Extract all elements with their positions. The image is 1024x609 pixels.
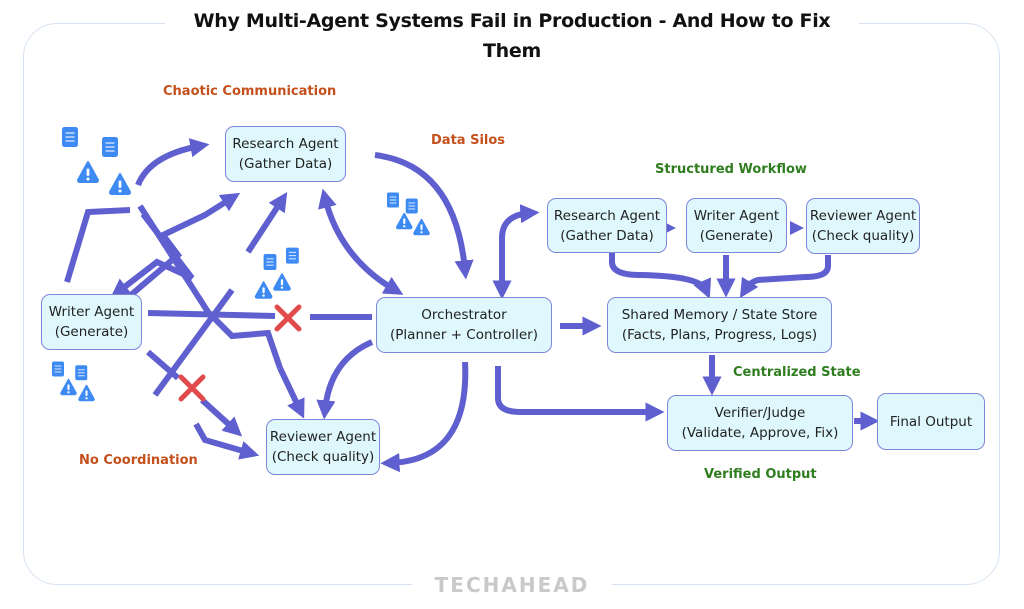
- error-x-icon: [181, 377, 203, 399]
- arrow-research-to-memory: [609, 252, 712, 299]
- line-diag-3: [146, 349, 180, 381]
- line-diag-1: [137, 204, 283, 369]
- node-subtitle: (Gather Data): [560, 227, 654, 244]
- node-subtitle: (Generate): [54, 324, 129, 340]
- arrow-left-to-reviewer: [193, 422, 260, 460]
- node-orchestrator[interactable]: Orchestrator (Planner + Controller): [376, 297, 552, 353]
- node-reviewer-agent-chaotic[interactable]: Reviewer Agent (Check quality): [266, 419, 380, 475]
- node-title: Orchestrator: [421, 307, 507, 323]
- label-no-coordination: No Coordination: [79, 453, 198, 468]
- node-title: Writer Agent: [48, 304, 135, 320]
- warning-icon: [78, 384, 95, 402]
- node-title: Writer Agent: [693, 207, 780, 224]
- label-chaotic-communication: Chaotic Communication: [163, 84, 337, 99]
- node-final-output[interactable]: Final Output: [877, 393, 985, 450]
- node-research-agent-structured[interactable]: Research Agent (Gather Data): [547, 198, 667, 253]
- node-title: Reviewer Agent: [809, 208, 917, 224]
- arrow-orch-to-reviewer-bottom: [380, 361, 469, 473]
- line-writer-up: [64, 207, 131, 283]
- node-title: Research Agent: [553, 207, 661, 224]
- doc-warning-cluster-silos: [386, 191, 430, 236]
- node-title: Reviewer Agent: [269, 429, 377, 445]
- page-title: Why Multi-Agent Systems Fail in Producti…: [165, 6, 859, 62]
- arrow-writer-to-reviewer: [790, 221, 804, 235]
- document-icon: [405, 197, 419, 215]
- label-structured-workflow: Structured Workflow: [655, 162, 807, 177]
- label-centralized-state: Centralized State: [733, 365, 861, 380]
- node-subtitle: (Facts, Plans, Progress, Logs): [621, 327, 818, 343]
- document-icon: [74, 364, 88, 381]
- node-reviewer-agent-structured[interactable]: Reviewer Agent (Check quality): [806, 198, 920, 254]
- document-icon: [101, 136, 119, 158]
- arrow-research-orch-double: [318, 188, 404, 295]
- arrow-zigzag-to-reviewer: [277, 366, 305, 419]
- node-title: Shared Memory / State Store: [621, 307, 818, 323]
- node-subtitle: (Generate): [699, 227, 774, 244]
- node-title: Verifier/Judge: [714, 405, 806, 421]
- node-subtitle: (Check quality): [811, 228, 915, 244]
- arrow-icons-to-research: [135, 138, 210, 187]
- doc-warning-cluster-topleft: [61, 126, 131, 195]
- node-subtitle: (Planner + Controller): [390, 327, 538, 343]
- node-title: Final Output: [889, 413, 973, 430]
- warning-icon: [273, 273, 291, 291]
- node-subtitle: (Check quality): [271, 449, 375, 465]
- node-writer-agent-chaotic[interactable]: Writer Agent (Generate): [41, 294, 142, 350]
- label-data-silos: Data Silos: [431, 133, 506, 148]
- label-verified-output: Verified Output: [704, 467, 817, 482]
- node-shared-memory[interactable]: Shared Memory / State Store (Facts, Plan…: [607, 297, 832, 353]
- brand-logo: TECHAHEAD: [412, 573, 612, 597]
- arrow-research-to-orch: [374, 152, 474, 280]
- arrow-orch-research-double: [492, 204, 540, 300]
- node-research-agent-chaotic[interactable]: Research Agent (Gather Data): [225, 126, 346, 182]
- node-subtitle: (Validate, Approve, Fix): [681, 425, 839, 441]
- document-icon: [285, 247, 300, 265]
- arrow-orch-to-verifier: [495, 366, 665, 422]
- document-icon: [263, 253, 277, 271]
- node-subtitle: (Gather Data): [238, 156, 333, 172]
- warning-icon: [77, 161, 99, 183]
- document-icon: [386, 191, 400, 209]
- document-icon: [61, 126, 79, 148]
- warning-icon: [254, 281, 273, 299]
- doc-warning-cluster-left: [51, 360, 95, 402]
- arrow-to-research-2: [245, 191, 288, 254]
- arrow-reviewer-to-memory: [739, 255, 831, 299]
- node-title: Research Agent: [232, 136, 339, 152]
- warning-icon: [413, 218, 430, 236]
- arrow-zigzag-to-research: [123, 192, 241, 303]
- node-writer-agent-structured[interactable]: Writer Agent (Generate): [686, 198, 787, 253]
- arrow-x-to-reviewer: [199, 397, 243, 437]
- arrow-orch-to-reviewer-left: [316, 339, 374, 420]
- doc-warning-cluster-middle: [254, 247, 300, 299]
- error-x-icon: [277, 307, 299, 329]
- warning-icon: [60, 378, 77, 396]
- warning-icon: [109, 173, 131, 195]
- document-icon: [51, 360, 65, 378]
- line-diag-2: [152, 288, 235, 397]
- node-verifier-judge[interactable]: Verifier/Judge (Validate, Approve, Fix): [667, 395, 853, 451]
- warning-icon: [396, 212, 413, 230]
